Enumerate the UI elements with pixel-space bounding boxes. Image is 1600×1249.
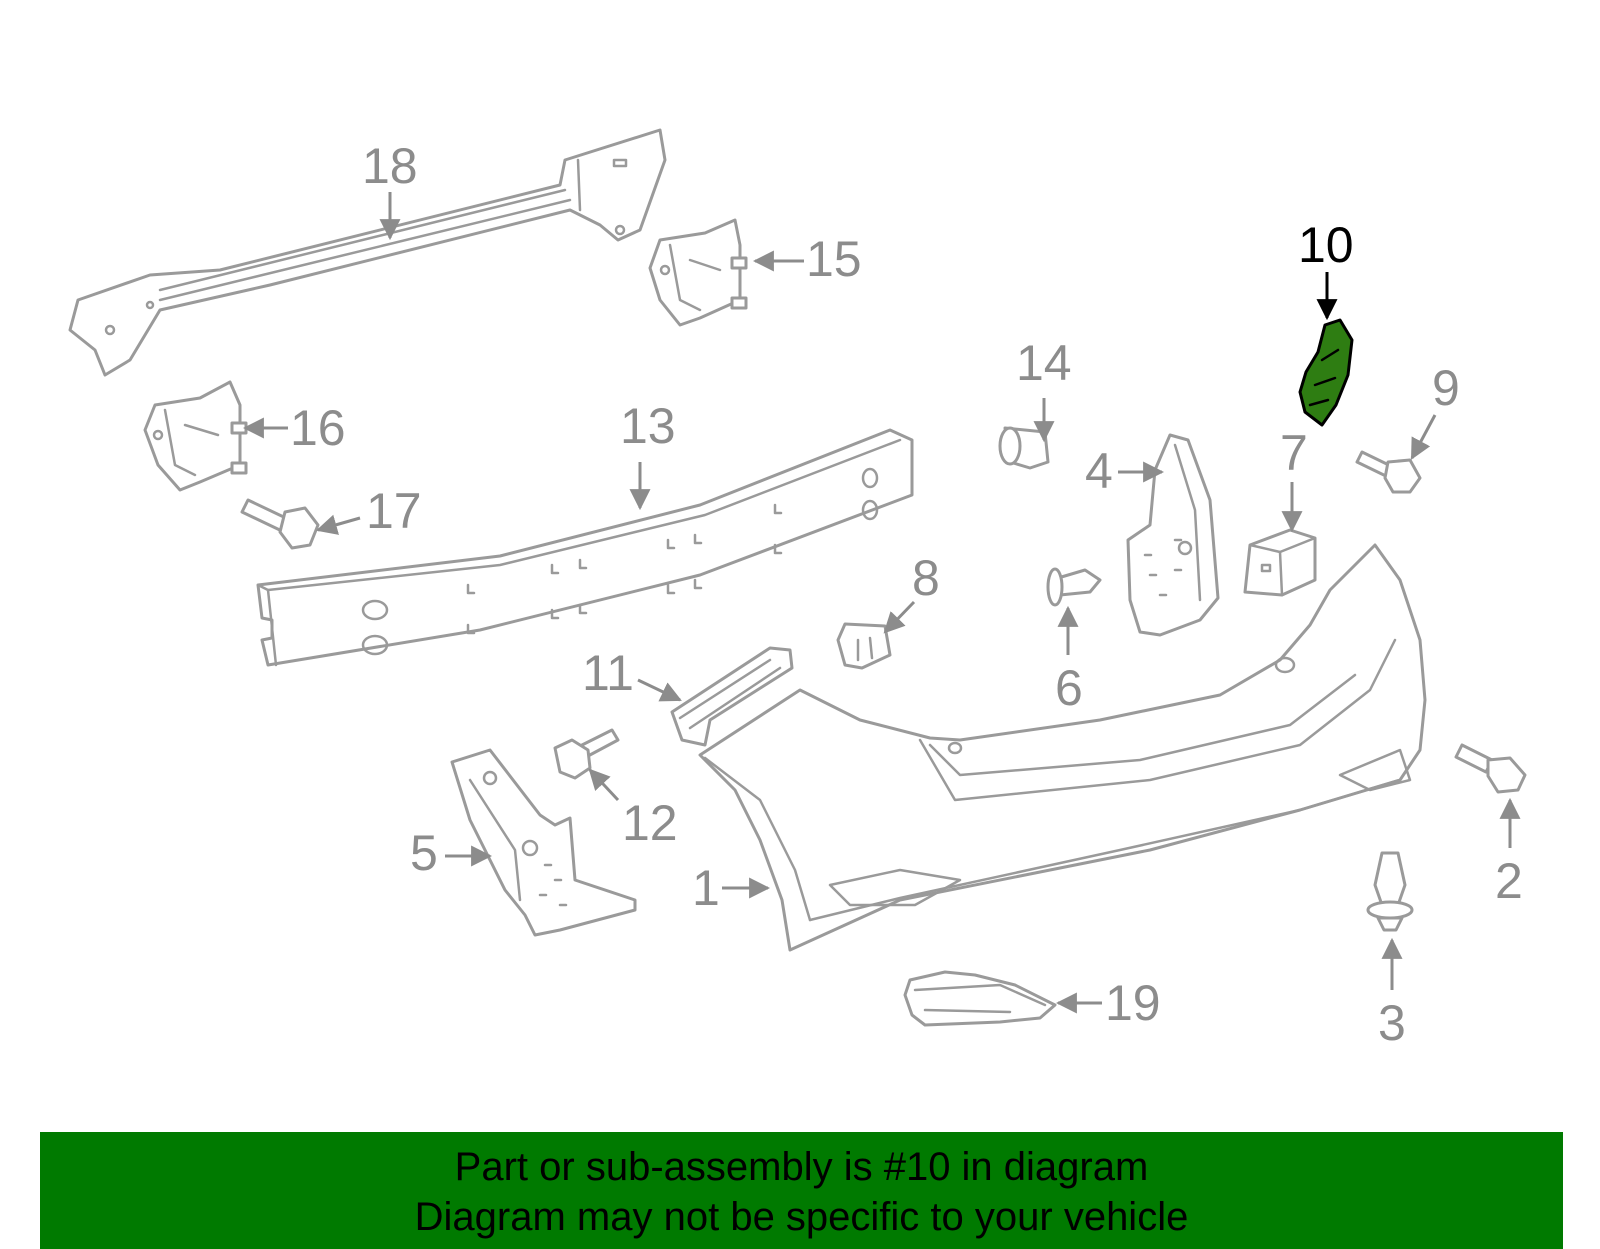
part-5-side-bracket: [450, 748, 637, 937]
callout-6: 6: [1055, 605, 1083, 716]
part-15-bracket: [648, 218, 748, 327]
callout-11: 11: [582, 645, 682, 702]
svg-text:4: 4: [1085, 443, 1113, 499]
caption-banner: Part or sub-assembly is #10 in diagram D…: [40, 1132, 1563, 1249]
svg-text:19: 19: [1105, 975, 1161, 1031]
part-19-reflector: [903, 970, 1057, 1027]
svg-text:18: 18: [362, 138, 418, 194]
svg-text:12: 12: [622, 795, 678, 851]
callout-13: 13: [620, 398, 676, 511]
part-4-side-bracket: [1126, 433, 1220, 637]
callout-15: 15: [752, 231, 862, 287]
svg-text:11: 11: [582, 645, 634, 701]
callout-19: 19: [1055, 975, 1161, 1031]
part-14-nut: [998, 426, 1050, 470]
callout-10: 10: [1298, 217, 1354, 321]
svg-text:7: 7: [1280, 425, 1308, 481]
svg-text:10: 10: [1298, 217, 1354, 273]
part-2-bolt: [1454, 743, 1527, 794]
callout-4: 4: [1085, 443, 1165, 499]
callout-5: 5: [410, 825, 493, 881]
part-10-highlighted-bracket: [1298, 318, 1354, 427]
part-8-bracket: [836, 622, 892, 670]
part-12-screw: [553, 728, 620, 780]
svg-text:3: 3: [1378, 995, 1406, 1051]
callout-14: 14: [1016, 335, 1072, 443]
svg-text:14: 14: [1016, 335, 1072, 391]
callout-1: 1: [692, 860, 771, 916]
part-1-bumper-cover: [698, 543, 1427, 952]
callout-3: 3: [1378, 937, 1406, 1051]
svg-text:15: 15: [806, 231, 862, 287]
part-7-bracket: [1243, 528, 1317, 597]
svg-text:16: 16: [290, 400, 346, 456]
svg-text:2: 2: [1495, 853, 1523, 909]
svg-text:17: 17: [366, 483, 422, 539]
callout-18: 18: [362, 138, 418, 241]
part-16-bracket: [143, 380, 248, 492]
callout-12: 12: [588, 768, 678, 851]
svg-text:13: 13: [620, 398, 676, 454]
callout-16: 16: [242, 400, 346, 456]
callout-9: 9: [1410, 360, 1460, 460]
svg-text:9: 9: [1432, 360, 1460, 416]
part-17-bolt: [240, 498, 320, 550]
part-11-retainer: [670, 646, 794, 747]
callout-7: 7: [1280, 425, 1308, 533]
part-9-screw: [1355, 450, 1422, 494]
callout-17: 17: [315, 483, 422, 539]
part-6-clip: [1046, 567, 1102, 607]
part-13-impact-bar: [256, 428, 914, 667]
caption-part-line: Part or sub-assembly is #10 in diagram: [454, 1145, 1149, 1189]
part-18-reinforcement: [68, 128, 667, 377]
svg-text:1: 1: [692, 860, 720, 916]
svg-text:6: 6: [1055, 660, 1083, 716]
svg-text:8: 8: [912, 550, 940, 606]
callout-2: 2: [1495, 797, 1523, 909]
callout-8: 8: [883, 550, 940, 634]
part-3-push-clip: [1366, 851, 1414, 932]
svg-text:5: 5: [410, 825, 438, 881]
caption-disclaimer-line: Diagram may not be specific to your vehi…: [414, 1195, 1189, 1239]
